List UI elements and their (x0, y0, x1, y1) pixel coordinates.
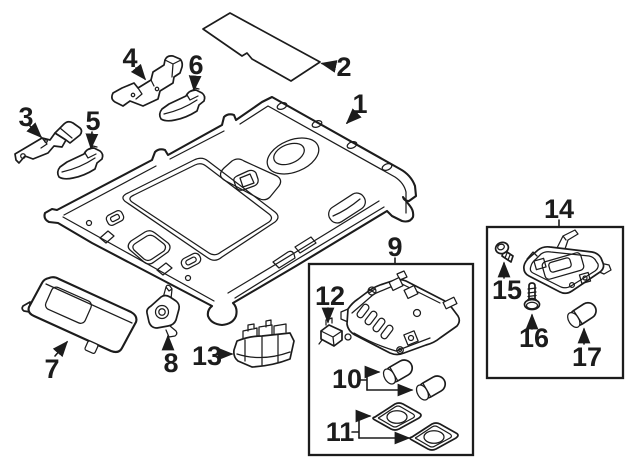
callout-2: 2 (336, 52, 351, 82)
visor-clip-part (145, 284, 181, 338)
callout-12: 12 (315, 281, 345, 311)
callout-17: 17 (572, 342, 602, 372)
callout-14: 14 (544, 194, 574, 224)
arrow-6 (188, 75, 202, 92)
overhead-console-part (340, 270, 461, 356)
map-lamp-bulb-part (413, 372, 450, 403)
sun-visor-part (21, 276, 138, 354)
callout-15: 15 (492, 275, 522, 305)
callout-3: 3 (18, 102, 33, 132)
callout-5: 5 (85, 106, 100, 136)
arrow-2 (320, 60, 338, 73)
grommet-part (494, 241, 514, 263)
screw-part (523, 282, 541, 311)
dome-lamp-part (523, 229, 612, 295)
dome-lamp-bulb-part (564, 298, 601, 331)
lamp-housing-part (232, 319, 295, 368)
arrow-3 (26, 122, 43, 139)
callout-7: 7 (44, 354, 59, 384)
arrow-7 (52, 340, 69, 358)
headliner-panel-part (43, 95, 418, 327)
callout-11: 11 (326, 417, 355, 447)
callout-6: 6 (188, 50, 203, 80)
visor-bracket-left-part (14, 120, 83, 164)
overhead-console-detail-box (307, 262, 475, 457)
map-lamp-bulb-part (380, 356, 417, 387)
arrow-1 (345, 108, 362, 125)
dome-lamp-detail-box (485, 225, 625, 380)
detail-box-14 (485, 225, 625, 380)
roof-tape-strip-part (202, 12, 321, 82)
detail-box-9 (307, 262, 475, 457)
arrow-5 (85, 131, 99, 150)
callout-labels: 1 2 3 4 5 6 7 8 9 10 11 12 13 14 15 16 1… (18, 43, 602, 447)
callout-8: 8 (163, 348, 178, 378)
callout-13: 13 (192, 341, 222, 371)
callout-10: 10 (332, 364, 362, 394)
visor-retainer-left-part (56, 145, 104, 180)
visor-retainer-right-part (158, 87, 206, 122)
lamp-lens-part (409, 422, 459, 451)
arrow-4 (130, 63, 147, 81)
lamp-lens-part (372, 402, 422, 431)
callout-1: 1 (352, 89, 367, 119)
callout-9: 9 (387, 232, 402, 262)
sunroof-switch-part (318, 317, 343, 347)
callout-16: 16 (519, 323, 549, 353)
callout-4: 4 (122, 43, 137, 73)
callout-leader-lines (26, 60, 591, 445)
visor-bracket-center-part (111, 54, 184, 107)
